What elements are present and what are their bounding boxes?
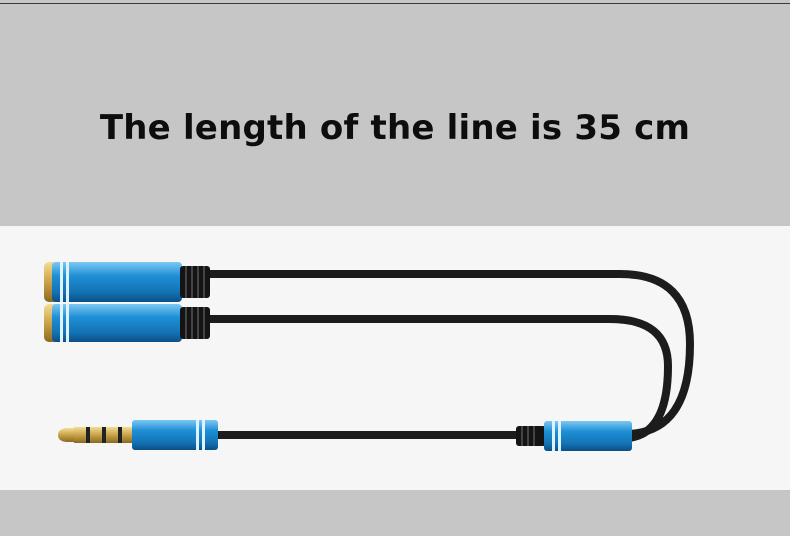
footer-band (0, 490, 790, 536)
cable (206, 270, 695, 442)
top-divider (0, 3, 790, 4)
junction-sleeve (516, 421, 632, 451)
cable-illustration (44, 262, 695, 451)
female-jack-bottom (44, 304, 210, 342)
headline-text: The length of the line is 35 cm (99, 108, 691, 148)
male-plug (58, 420, 218, 450)
header-band (0, 0, 790, 226)
female-jack-top (44, 262, 210, 302)
